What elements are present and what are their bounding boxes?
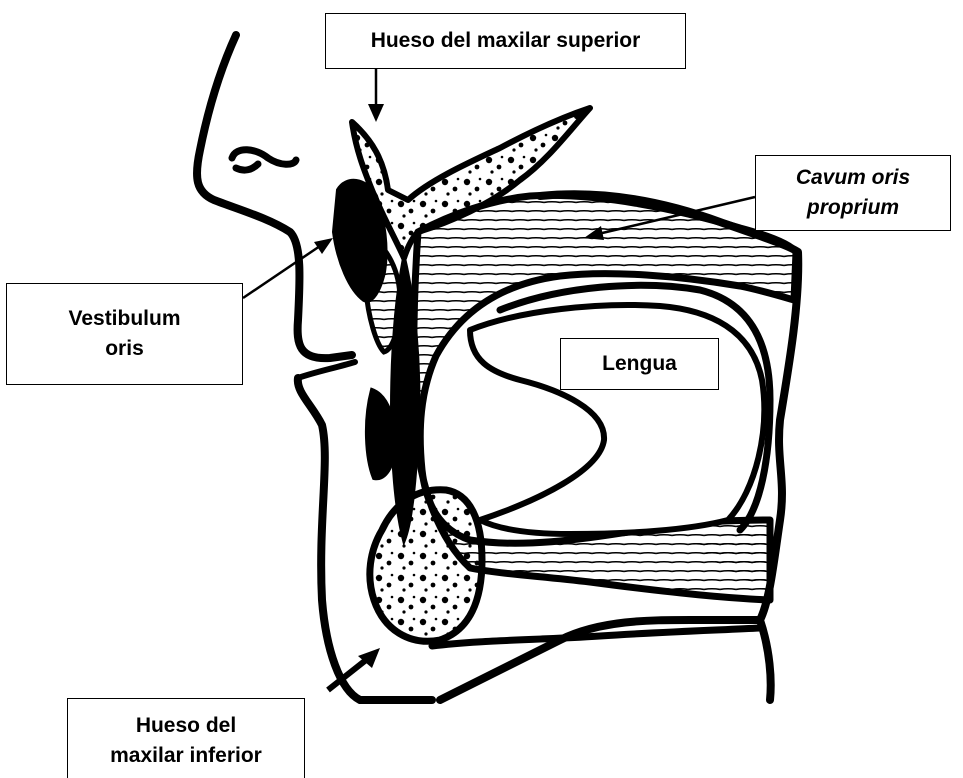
nostril — [232, 150, 296, 170]
label-cavum-line1: Cavum oris — [796, 163, 910, 193]
label-vestibulum-oris: Vestibulum oris — [6, 283, 243, 385]
label-cavum-oris-proprium: Cavum oris proprium — [755, 155, 951, 231]
label-maxilar-inferior-line1: Hueso del — [110, 711, 262, 741]
label-vestibulum-line2: oris — [68, 334, 180, 364]
label-maxilar-superior: Hueso del maxilar superior — [325, 13, 686, 69]
lower-jaw-bone — [370, 490, 482, 641]
label-maxilar-inferior-line2: maxilar inferior — [110, 741, 262, 771]
label-lengua-text: Lengua — [602, 349, 677, 379]
label-lengua: Lengua — [560, 338, 719, 390]
arrow-vestibulum — [243, 246, 320, 298]
mouth-line — [298, 362, 355, 378]
label-vestibulum-line1: Vestibulum — [68, 304, 180, 334]
label-maxilar-inferior: Hueso del maxilar inferior — [67, 698, 305, 778]
label-maxilar-superior-text: Hueso del maxilar superior — [371, 26, 641, 56]
arrow-vestibulum-head — [314, 238, 333, 254]
label-cavum-line2: proprium — [796, 193, 910, 223]
arrow-maxilar-superior-head — [368, 104, 384, 122]
